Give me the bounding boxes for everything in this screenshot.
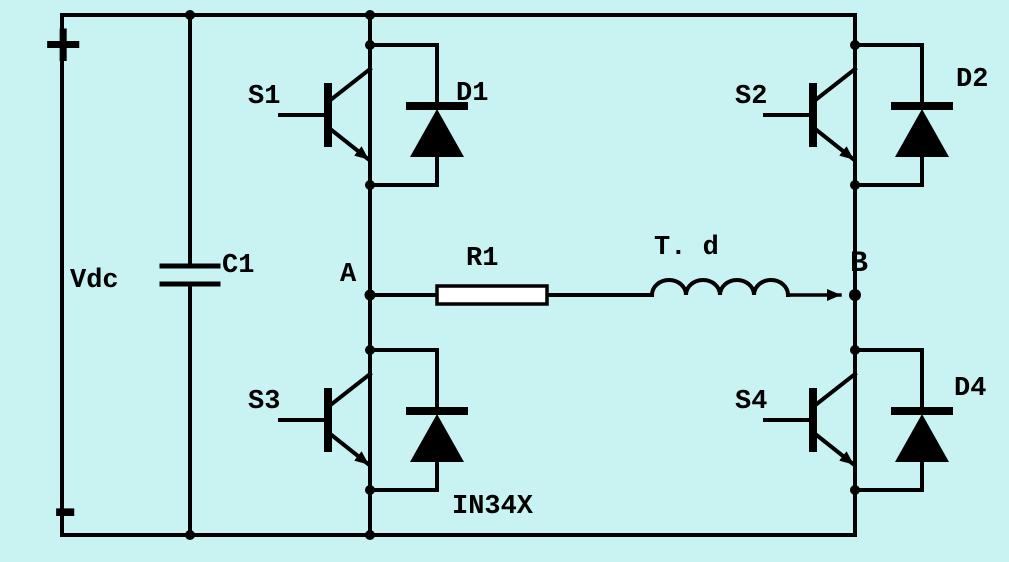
diode-in34x (410, 350, 464, 490)
negative-terminal-label: - (46, 477, 84, 549)
resistor-label: R1 (466, 244, 498, 274)
transistor-s1 (280, 69, 370, 159)
diode-d1-label: D1 (456, 79, 488, 109)
switch-s1-label: S1 (248, 82, 280, 112)
resistor-r1 (435, 284, 549, 306)
inductor-td (649, 278, 791, 298)
node-a-dot (364, 289, 376, 301)
diode-d2 (895, 45, 949, 185)
diode-d4-label: D4 (954, 374, 986, 404)
inductor-label: T. d (654, 233, 719, 263)
capacitor-label: C1 (222, 251, 254, 281)
transistor-s2 (765, 69, 855, 159)
diode-in34x-label: IN34X (452, 492, 534, 522)
switch-s3-label: S3 (248, 387, 280, 417)
transistor-s4 (765, 374, 855, 464)
diode-d1 (410, 45, 464, 185)
switch-s4-label: S4 (735, 387, 767, 417)
circuit-wires (60, 13, 924, 537)
transistor-s3 (280, 374, 370, 464)
diode-d2-label: D2 (956, 65, 988, 95)
node-a-label: A (340, 260, 357, 290)
source-label: Vdc (70, 266, 119, 296)
switch-s2-label: S2 (735, 82, 767, 112)
capacitor-c1 (159, 263, 221, 287)
node-b-label: B (850, 247, 868, 281)
diode-d4 (895, 350, 949, 490)
node-b-dot (849, 289, 861, 301)
positive-terminal-label: + (44, 14, 82, 86)
junction-dots (185, 10, 861, 540)
